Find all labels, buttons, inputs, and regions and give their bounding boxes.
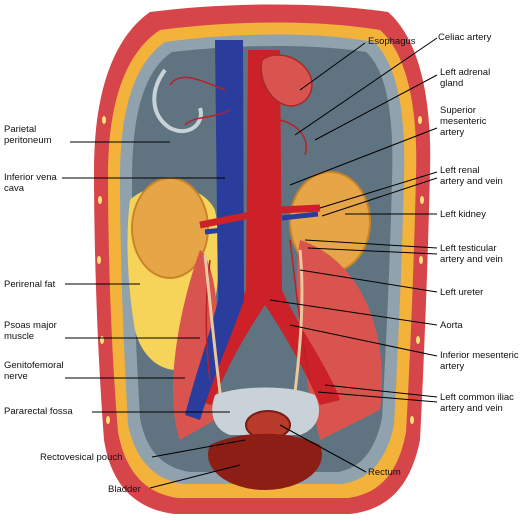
esophagus-shape <box>260 54 313 107</box>
label-aorta: Aorta <box>440 320 463 331</box>
label-left-kidney: Left kidney <box>440 209 486 220</box>
label-rectum: Rectum <box>368 467 401 478</box>
label-perirenal-fat: Perirenal fat <box>4 279 56 290</box>
label-esophagus: Esophagus <box>368 36 416 47</box>
renal-veins <box>204 211 319 235</box>
aorta-vessel <box>192 50 340 405</box>
renal-vessels <box>199 204 321 229</box>
small-arteries <box>169 76 311 381</box>
label-rectovesical-pouch: Rectovesical pouch <box>40 452 123 463</box>
label-left-ureter: Left ureter <box>440 287 484 298</box>
label-celiac-artery: Celiac artery <box>438 32 492 43</box>
leader-lines <box>62 37 438 489</box>
label-pararectal-fossa: Pararectal fossa <box>4 406 73 417</box>
peritoneum-fold <box>152 68 203 134</box>
ivc-vessel <box>185 40 244 420</box>
bladder-shape <box>208 433 322 490</box>
label-bladder: Bladder <box>108 484 141 495</box>
